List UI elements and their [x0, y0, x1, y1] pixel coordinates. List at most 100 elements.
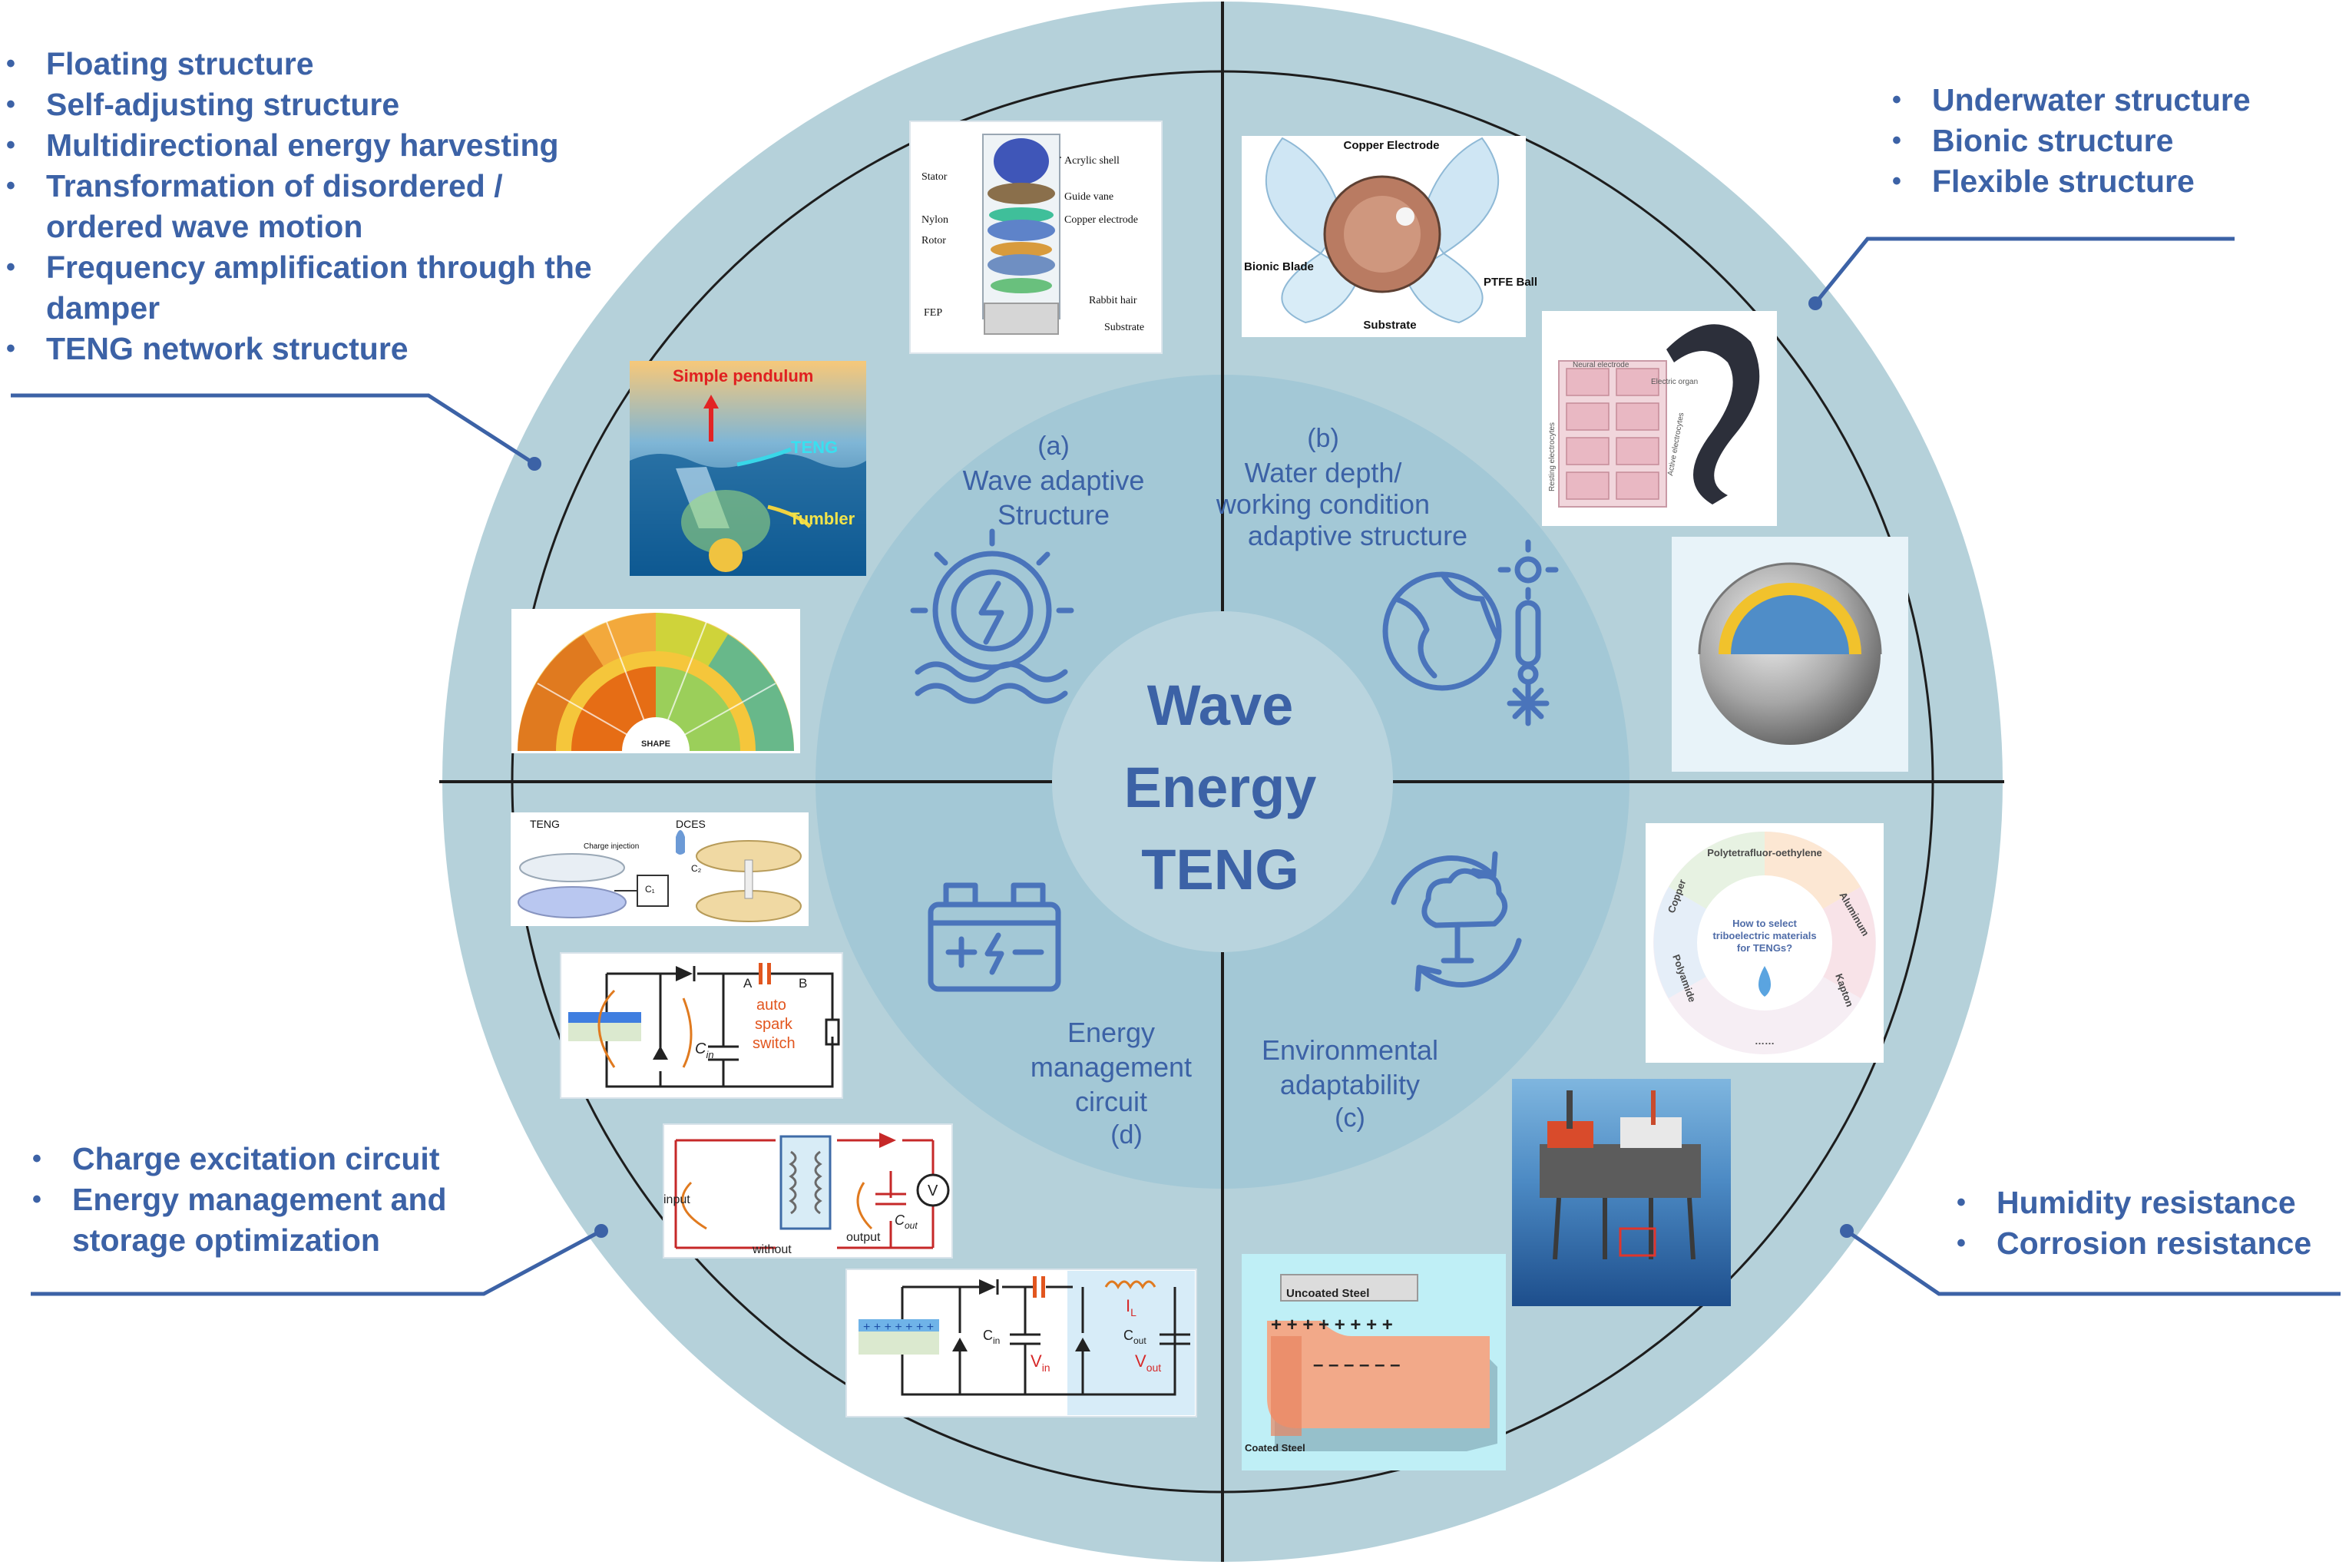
charge-injection-label-c2: C₂	[691, 863, 702, 874]
note-bionic-structure: Bionic structure	[1892, 121, 2322, 161]
rotary-label-stator: Stator	[921, 171, 948, 183]
buck-label-vin: Vin	[1031, 1351, 1050, 1374]
eel-label-electric-organ: Electric organ	[1651, 378, 1698, 386]
note-corrosion-resistance: Corrosion resistance	[1957, 1223, 2341, 1264]
note-teng-network-structure: TENG network structure	[6, 329, 605, 369]
sector-a-title-line2: Structure	[997, 499, 1110, 531]
eel-figure	[1542, 311, 1777, 526]
note-underwater-structure: Underwater structure	[1892, 80, 2322, 121]
rotary-label-nylon: Nylon	[921, 214, 948, 226]
buck-label-cout: Cout	[1123, 1328, 1146, 1346]
sector-c-title-line1: Environmental	[1261, 1034, 1439, 1066]
sector-b-title-line3: adaptive structure	[1247, 520, 1468, 551]
center-title-line2: Energy	[1123, 756, 1317, 819]
globe-weather-icon	[1382, 539, 1559, 726]
sector-c-letter: (c)	[1335, 1103, 1365, 1133]
rotary-label-rabbit-hair: Rabbit hair	[1089, 295, 1137, 306]
charge-injection-label-teng: TENG	[530, 818, 560, 830]
eel-label-neural-electrode: Neural electrode	[1573, 361, 1629, 369]
charge-injection-figure	[511, 812, 809, 926]
charge-injection-label-dces: DCES	[676, 818, 706, 830]
spark-label-a: A	[743, 976, 753, 991]
pendulum-label-teng: TENG	[791, 438, 838, 457]
rotary-label-rotor: Rotor	[921, 235, 946, 246]
notes-bottom-left: Charge excitation circuit Energy managem…	[32, 1139, 493, 1261]
layered-sphere-figure	[1672, 537, 1908, 772]
materials-label-ellipsis: ……	[1755, 1035, 1775, 1047]
note-wave-motion-transformation: Transformation of disordered / ordered w…	[6, 166, 538, 247]
sector-d-title-line3: circuit	[1074, 1086, 1147, 1117]
transformer-label-input: input	[663, 1193, 690, 1206]
sector-d-title-line2: management	[1030, 1051, 1193, 1083]
callout-bottom-right	[1840, 1224, 2341, 1296]
transformer-label-output: output	[846, 1231, 881, 1244]
bionic-ball-figure	[1242, 136, 1526, 337]
bionic-label-bionic-blade: Bionic Blade	[1244, 260, 1314, 273]
buck-circuit	[845, 1269, 1197, 1417]
steel-label-coated: Coated Steel	[1245, 1442, 1305, 1454]
sector-b-label: (b) Water depth/ working condition adapt…	[1216, 422, 1488, 553]
note-self-adjusting-structure: Self-adjusting structure	[6, 84, 605, 125]
sector-a-letter: (a)	[1037, 432, 1070, 461]
pendulum-label-tumbler: Tumbler	[789, 509, 855, 528]
spark-label-spark: spark	[755, 1016, 793, 1033]
notes-bottom-right: Humidity resistance Corrosion resistance	[1957, 1183, 2341, 1264]
rotary-label-substrate: Substrate	[1104, 322, 1144, 333]
rotary-label-fep: FEP	[924, 307, 942, 319]
materials-wheel-center-text: How to select triboelectric materials fo…	[1712, 918, 1817, 954]
notes-top-left: Floating structure Self-adjusting struct…	[6, 44, 605, 369]
sector-a-label: (a) Wave adaptive Structure	[946, 430, 1238, 532]
spark-label-auto: auto	[756, 997, 786, 1014]
rotary-teng-figure	[909, 121, 1163, 354]
note-flexible-structure: Flexible structure	[1892, 161, 2322, 202]
buck-label-vout: Vout	[1135, 1351, 1161, 1374]
callout-top-left	[11, 393, 541, 471]
buck-label-cin: Cin	[983, 1328, 1000, 1346]
spark-label-cin: Cin	[695, 1040, 714, 1060]
spark-switch-circuit	[560, 952, 843, 1099]
note-multidirectional-harvesting: Multidirectional energy harvesting	[6, 125, 605, 166]
sector-b-letter: (b)	[1307, 424, 1339, 453]
sector-c-title-line2: adaptability	[1279, 1069, 1421, 1100]
callout-bottom-left	[31, 1224, 608, 1296]
sector-c-label: Environmental adaptability (c)	[1227, 1033, 1473, 1135]
coated-steel-figure	[1242, 1254, 1506, 1470]
sector-d-letter: (d)	[1110, 1120, 1143, 1150]
sector-b-title-line1: Water depth/	[1244, 457, 1402, 488]
center-title-line3: TENG	[1141, 838, 1299, 901]
transformer-circuit	[663, 1123, 953, 1259]
shape-wheel-center-label: SHAPE	[641, 739, 670, 749]
transformer-label-v: V	[928, 1183, 938, 1199]
pendulum-figure	[630, 361, 866, 576]
spark-label-switch: switch	[753, 1035, 796, 1052]
note-energy-management-storage: Energy management and storage optimizati…	[32, 1179, 502, 1261]
pendulum-label-simple-pendulum: Simple pendulum	[673, 366, 813, 385]
charge-injection-label-c1: C₁	[645, 884, 655, 895]
steel-minus-signs: – – – – – –	[1313, 1355, 1400, 1375]
notes-top-right: Underwater structure Bionic structure Fl…	[1892, 80, 2322, 202]
bionic-label-ptfe-ball: PTFE Ball	[1484, 276, 1537, 289]
rotary-label-acrylic-shell: Acrylic shell	[1064, 155, 1120, 167]
battery-icon	[928, 882, 1061, 992]
charge-injection-label-arrow: Charge injection	[584, 842, 639, 851]
bionic-label-copper-electrode: Copper Electrode	[1343, 139, 1439, 152]
transformer-label-without: without	[752, 1243, 792, 1256]
sector-d-title-line1: Energy	[1067, 1017, 1156, 1048]
materials-label-ptfe: Polytetrafluor-oethylene	[1707, 847, 1822, 858]
recycle-tree-icon	[1391, 851, 1522, 992]
buck-plus-signs: + + + + + + +	[863, 1321, 934, 1334]
offshore-platform-figure	[1512, 1079, 1731, 1306]
sector-d-label: Energy management circuit (d)	[984, 1015, 1238, 1152]
note-floating-structure: Floating structure	[6, 44, 605, 84]
note-charge-excitation-circuit: Charge excitation circuit	[32, 1139, 493, 1179]
materials-wheel-figure	[1646, 823, 1884, 1063]
rotary-label-guide-vane: Guide vane	[1064, 191, 1113, 203]
buck-label-il: IL	[1126, 1296, 1136, 1318]
transformer-label-cout: Cout	[895, 1212, 918, 1231]
bionic-label-substrate: Substrate	[1363, 319, 1416, 332]
sector-a-title-line1: Wave adaptive	[962, 465, 1145, 496]
spark-label-b: B	[799, 976, 807, 991]
steel-label-uncoated: Uncoated Steel	[1286, 1287, 1369, 1300]
rotary-label-copper-electrode: Copper electrode	[1064, 214, 1138, 226]
